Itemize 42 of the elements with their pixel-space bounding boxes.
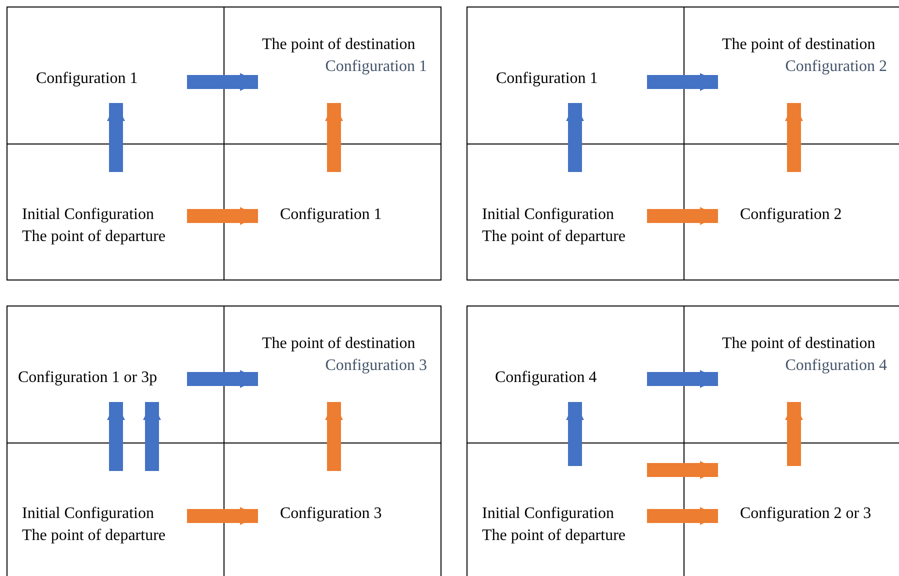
- block-arrow: [324, 103, 344, 172]
- quadrant-label: The point of destination: [262, 35, 416, 55]
- block-arrow: [187, 72, 258, 92]
- block-arrow: [566, 402, 584, 466]
- quadrant-label: The point of departure: [22, 526, 166, 546]
- quadrant-label: Configuration 1: [496, 69, 598, 89]
- block-arrow: [647, 72, 718, 92]
- block-arrow: [187, 206, 258, 226]
- configuration-label: Configuration 3: [325, 356, 428, 376]
- block-arrow: [187, 506, 258, 526]
- block-arrow: [647, 206, 718, 226]
- configuration-label: Configuration 4: [785, 356, 888, 376]
- quadrant-label: The point of destination: [722, 334, 876, 354]
- block-arrow: [142, 402, 162, 471]
- quadrant-label: Configuration 1: [280, 205, 382, 225]
- block-arrow: [784, 103, 804, 172]
- block-arrow: [784, 402, 804, 466]
- block-arrow: [647, 460, 718, 480]
- quadrant-label: Initial Configuration: [22, 205, 154, 225]
- quadrant-label: Configuration 4: [495, 368, 597, 388]
- quadrant-label: Configuration 3: [280, 504, 382, 524]
- block-arrow: [647, 370, 718, 388]
- quadrant-label: The point of destination: [262, 334, 416, 354]
- quadrant-label: The point of departure: [482, 526, 626, 546]
- block-arrow: [106, 103, 126, 172]
- block-arrow: [187, 370, 258, 388]
- quadrant-label: Configuration 1 or 3p: [18, 368, 158, 388]
- block-arrow: [106, 402, 126, 471]
- quadrant-label: Initial Configuration: [22, 504, 154, 524]
- block-arrow: [566, 103, 584, 172]
- quadrant-label: The point of destination: [722, 35, 876, 55]
- block-arrow: [324, 402, 344, 471]
- quadrant-label: Configuration 2: [740, 205, 842, 225]
- quadrant-label: Configuration 1: [36, 69, 138, 89]
- configuration-label: Configuration 1: [325, 57, 428, 77]
- quadrant-label: Configuration 2 or 3: [740, 504, 872, 524]
- quadrant-label: The point of departure: [482, 227, 626, 247]
- quadrant-label: The point of departure: [22, 227, 166, 247]
- quadrant-label: Initial Configuration: [482, 504, 614, 524]
- block-arrow: [647, 506, 718, 526]
- quadrant-label: Initial Configuration: [482, 205, 614, 225]
- configuration-label: Configuration 2: [785, 57, 888, 77]
